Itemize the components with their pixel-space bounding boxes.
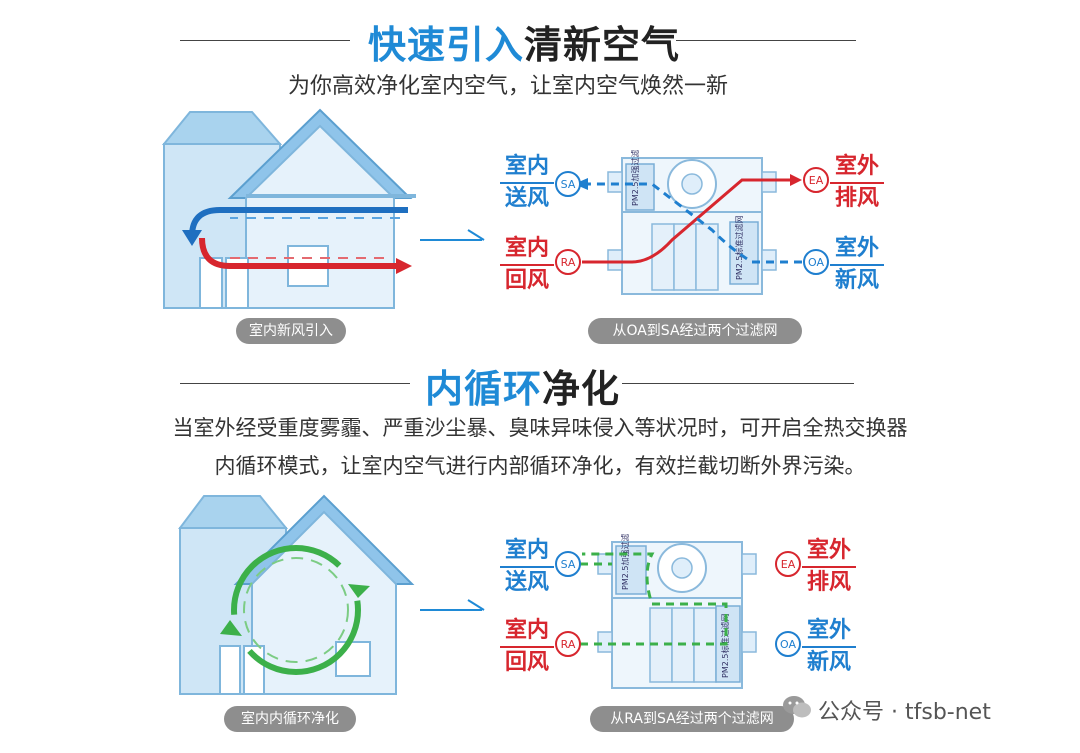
section2-title-rest: 净化 — [542, 367, 621, 411]
section2-sa-label: 室内送风 — [500, 536, 554, 598]
section2-unit-caption: 从RA到SA经过两个过滤网 — [590, 706, 794, 732]
section1-title-rest: 清新空气 — [524, 23, 681, 67]
section1-house-illustration — [161, 108, 416, 309]
title-rule-right — [676, 40, 856, 41]
title-rule-left — [180, 40, 350, 41]
section2-ra-label: 室内回风 — [500, 616, 554, 678]
section1-ea-code: EA — [809, 174, 824, 187]
section2-ea-code: EA — [781, 558, 796, 571]
section2-title-highlight: 内循环 — [425, 367, 543, 411]
section1-unit-diagram: PM2.5加强过滤网 PM2.5标准过滤网 SA RA EA OA — [555, 150, 829, 295]
section1-oa-code: OA — [808, 256, 824, 269]
section2-para-line1: 当室外经受重度雾霾、严重沙尘暴、臭味异味侵入等状况时，可开启全热交换器 — [172, 416, 908, 440]
section1-ra-code: RA — [561, 256, 576, 269]
section1-filter-bottom-text: PM2.5标准过滤网 — [734, 216, 744, 280]
section1-ea-label: 室外排风 — [830, 152, 884, 214]
section2-title: 内循环净化 — [425, 358, 620, 413]
wechat-icon — [783, 696, 811, 718]
section2-para-line2: 内循环模式，让室内空气进行内部循环净化，有效拦截切断外界污染。 — [214, 454, 866, 478]
section2-ea-label: 室外排风 — [802, 536, 856, 598]
section1-title: 快速引入清新空气 — [368, 14, 680, 69]
section2-oa-label: 室外新风 — [802, 616, 856, 678]
section1-oa-label: 室外新风 — [830, 234, 884, 296]
section2-sa-code: SA — [561, 558, 576, 571]
section2-house-illustration — [178, 494, 415, 695]
section1-title-highlight: 快速引入 — [368, 23, 525, 67]
section1-house-caption: 室内新风引入 — [236, 318, 346, 344]
watermark-text: 公众号 · tfsb-net — [818, 700, 991, 725]
section2-oa-code: OA — [780, 638, 796, 651]
section1-subtitle: 为你高效净化室内空气，让室内空气焕然一新 — [288, 74, 729, 99]
section1-sa-code: SA — [561, 178, 576, 191]
section2-flow-arrow-icon — [420, 599, 485, 611]
section2-house-caption: 室内内循环净化 — [224, 706, 356, 732]
section1-sa-label: 室内送风 — [500, 152, 554, 214]
section2-filter-bottom-text: PM2.5标准过滤网 — [720, 614, 730, 678]
section2-filter-top-text: PM2.5加强过滤网 — [620, 534, 630, 590]
section1-flow-arrow-icon — [420, 229, 485, 241]
section1-unit-caption: 从OA到SA经过两个过滤网 — [588, 318, 802, 344]
title2-rule-left — [180, 383, 410, 384]
section1-ra-label: 室内回风 — [500, 234, 554, 296]
section2-unit-diagram: PM2.5加强过滤网 PM2.5标准过滤网 SA RA EA OA — [555, 534, 801, 689]
section1-filter-top-text: PM2.5加强过滤网 — [630, 150, 640, 206]
title2-rule-right — [622, 383, 854, 384]
section2-ra-code: RA — [561, 638, 576, 651]
